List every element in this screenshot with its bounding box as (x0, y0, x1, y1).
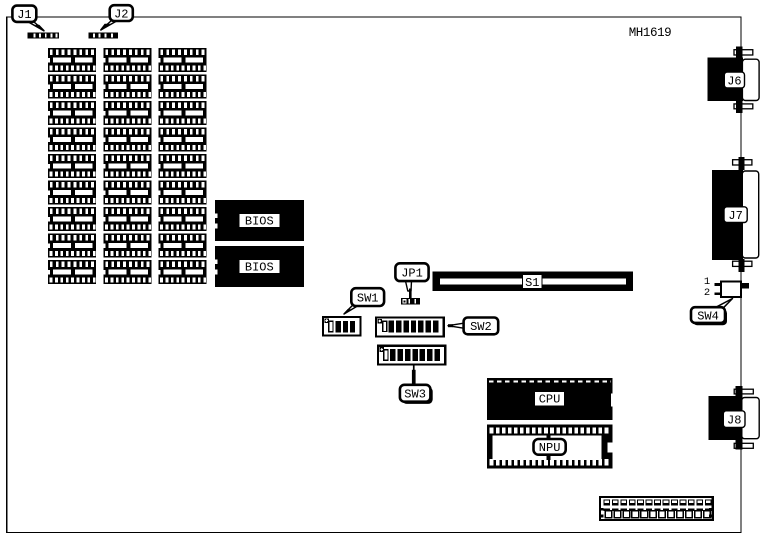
svg-text:MH1619: MH1619 (629, 26, 672, 40)
svg-text:1: 1 (704, 276, 710, 288)
svg-text:2: 2 (704, 287, 710, 299)
svg-text:J6: J6 (727, 74, 741, 88)
svg-text:J7: J7 (728, 209, 742, 223)
svg-text:S1: S1 (525, 276, 539, 290)
svg-text:J8: J8 (727, 413, 741, 427)
svg-text:SW1: SW1 (357, 291, 379, 305)
svg-text:NPU: NPU (539, 441, 561, 455)
svg-text:SW2: SW2 (470, 320, 492, 334)
svg-text:J2: J2 (114, 7, 128, 21)
svg-text:BIOS: BIOS (245, 261, 274, 275)
svg-text:BIOS: BIOS (245, 215, 274, 229)
svg-text:SW4: SW4 (697, 309, 719, 323)
svg-text:SW3: SW3 (404, 388, 426, 402)
svg-text:CPU: CPU (539, 392, 561, 406)
svg-text:JP1: JP1 (401, 267, 423, 281)
svg-text:J1: J1 (17, 8, 31, 22)
